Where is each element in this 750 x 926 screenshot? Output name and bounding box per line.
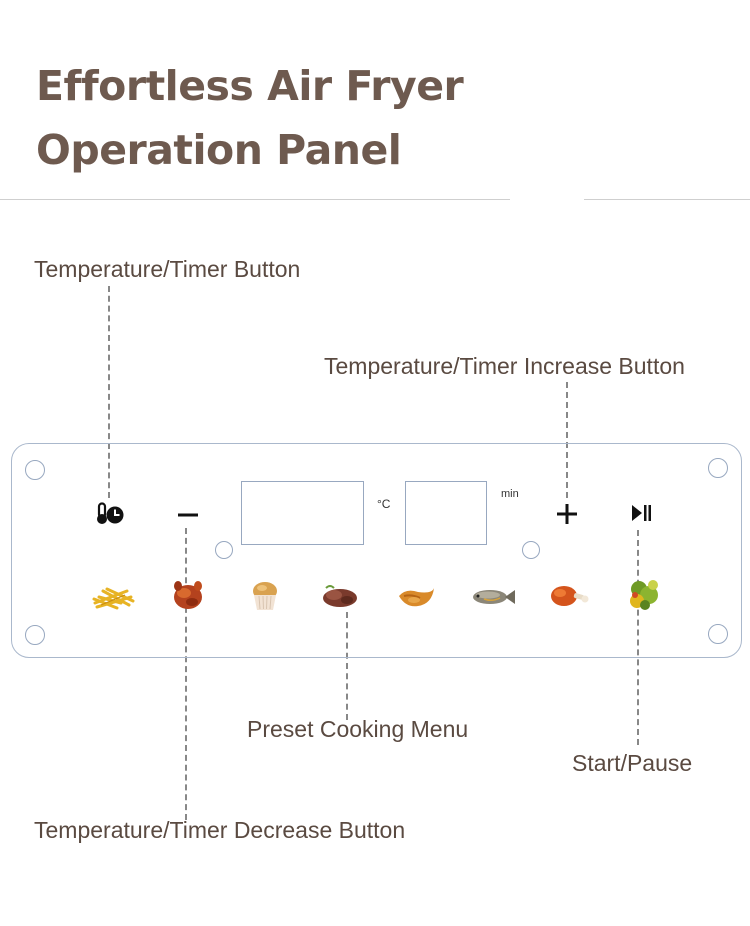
title-line-1: Effortless Air Fryer <box>36 62 464 110</box>
temperature-unit: °C <box>377 497 391 511</box>
callout-decrease-button: Temperature/Timer Decrease Button <box>34 817 406 843</box>
play-pause-icon[interactable] <box>630 504 652 522</box>
time-unit: min <box>501 488 519 500</box>
callout-start-pause: Start/Pause <box>572 750 693 776</box>
temperature-display <box>241 481 364 545</box>
leader-line-temp-timer <box>108 286 110 498</box>
minus-icon[interactable] <box>177 510 199 520</box>
screw-hole-top-right <box>708 458 728 478</box>
fish-icon[interactable] <box>470 586 516 608</box>
callout-preset-menu: Preset Cooking Menu <box>247 716 469 742</box>
screw-hole-top-left <box>25 460 45 480</box>
leader-line-preset <box>346 612 348 720</box>
title-divider-left <box>0 199 510 200</box>
time-display <box>405 481 487 545</box>
thermometer-clock-icon[interactable] <box>96 502 126 526</box>
indicator-dot-left <box>215 541 233 559</box>
fries-icon[interactable] <box>91 583 135 611</box>
callout-temp-timer-button: Temperature/Timer Button <box>34 256 301 282</box>
leader-line-decrease <box>185 528 187 820</box>
title-divider-right <box>584 199 750 200</box>
chicken-wing-icon[interactable] <box>396 584 436 612</box>
page-title: Effortless Air Fryer Operation Panel <box>36 54 596 182</box>
title-line-2: Operation Panel <box>36 126 402 174</box>
leader-line-start-pause <box>637 530 639 745</box>
cupcake-icon[interactable] <box>250 580 280 612</box>
screw-hole-bottom-right <box>708 624 728 644</box>
steak-icon[interactable] <box>320 582 360 610</box>
indicator-dot-right <box>522 541 540 559</box>
screw-hole-bottom-left <box>25 625 45 645</box>
vegetables-icon[interactable] <box>625 577 663 613</box>
leader-line-increase <box>566 382 568 498</box>
roast-chicken-icon[interactable] <box>170 578 206 612</box>
control-panel <box>11 443 742 658</box>
plus-icon[interactable] <box>555 502 579 526</box>
callout-increase-button: Temperature/Timer Increase Button <box>324 353 685 379</box>
drumstick-icon[interactable] <box>548 582 590 612</box>
